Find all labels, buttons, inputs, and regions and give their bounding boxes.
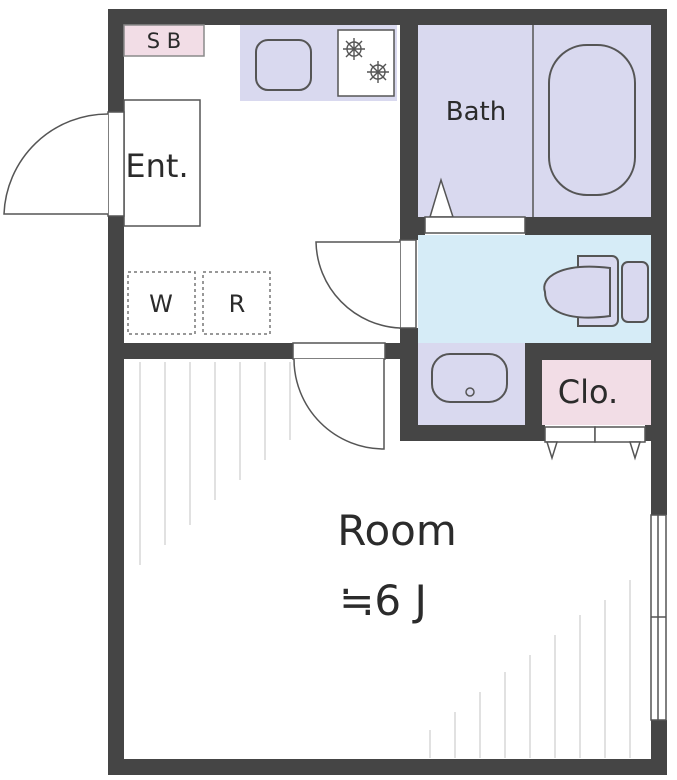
room-door-swing — [293, 358, 385, 450]
gas-burner-icon — [337, 29, 395, 97]
bath-door-sill — [424, 216, 526, 234]
washer-space — [127, 271, 196, 335]
entrance-area — [123, 99, 201, 227]
basin-drain-icon — [465, 387, 475, 397]
kitchen-sink-icon — [255, 39, 312, 91]
room-label: Room — [337, 506, 457, 555]
toilet-door-swing — [315, 241, 401, 329]
room-door — [292, 342, 386, 360]
wash-basin-icon — [431, 353, 508, 403]
closet-door-left — [544, 426, 596, 443]
closet-door-marker-left — [545, 441, 559, 461]
toilet-door — [399, 239, 417, 329]
shoe-box-label: S B — [147, 29, 181, 53]
burner-1-icon — [343, 38, 365, 60]
shoe-box — [123, 24, 205, 57]
fridge-space — [202, 271, 271, 335]
closet-label: Clo. — [558, 373, 618, 411]
window — [650, 514, 667, 721]
closet-door-right — [594, 426, 646, 443]
fridge-label: R — [229, 290, 246, 318]
toilet-icon — [543, 255, 649, 327]
floor-texture — [139, 362, 631, 758]
bath-label: Bath — [446, 97, 506, 127]
bathtub-icon — [548, 44, 636, 196]
entrance-door — [107, 111, 125, 217]
closet-door-marker-right — [628, 441, 642, 461]
closet-area — [542, 360, 651, 425]
entrance-label: Ent. — [125, 147, 188, 185]
washer-label: W — [149, 290, 173, 318]
burner-2-icon — [367, 61, 389, 83]
entrance-door-swing — [3, 113, 109, 215]
room-size-label: ≒6 J — [339, 576, 427, 625]
